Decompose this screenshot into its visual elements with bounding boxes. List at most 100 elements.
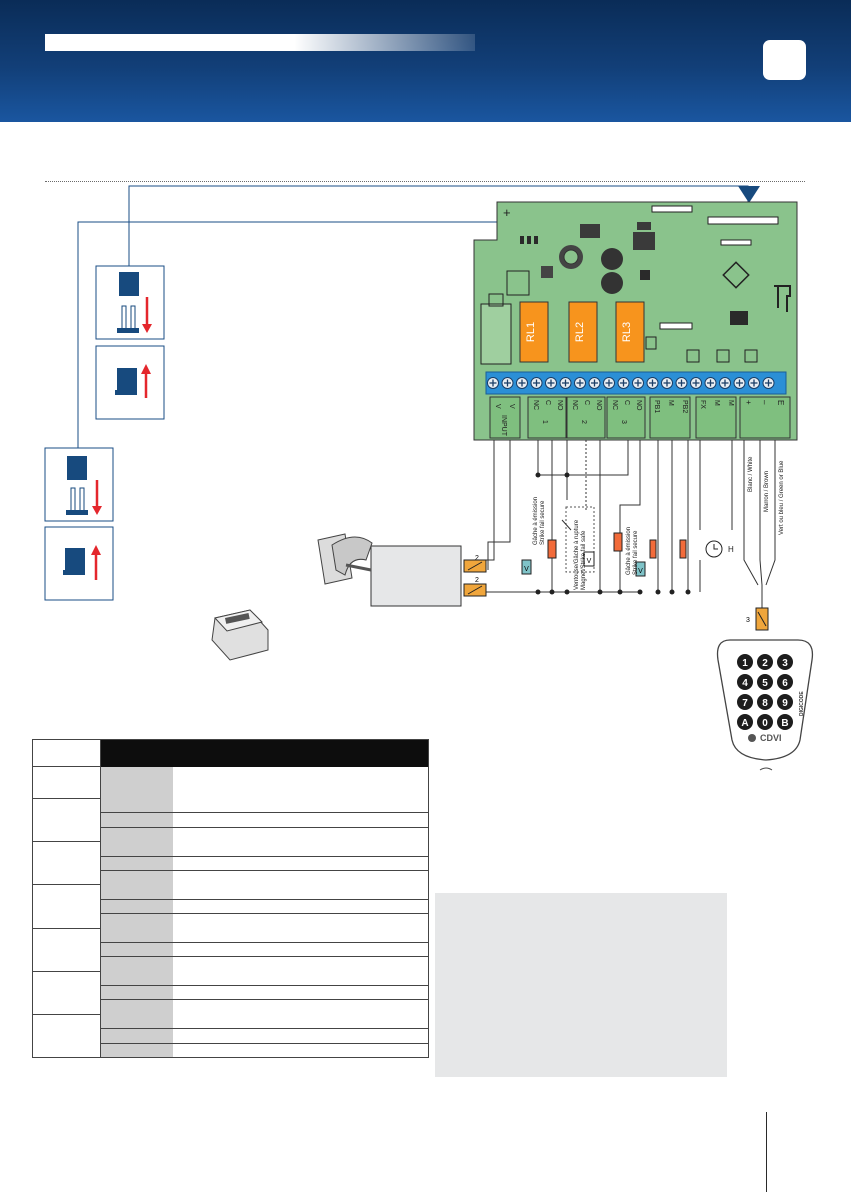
section-divider bbox=[45, 181, 805, 182]
strike-1-label-fr: Gâche à émission bbox=[533, 497, 539, 545]
svg-text:FX: FX bbox=[699, 400, 706, 409]
terminal-screw-slot bbox=[562, 379, 569, 387]
cable-connector-keypad bbox=[755, 607, 769, 631]
table-group-cell bbox=[32, 884, 101, 929]
cable-count-a: 2 bbox=[475, 555, 479, 562]
svg-text:–: – bbox=[760, 400, 769, 405]
terminal-block-relay-2: NC C NO 2 bbox=[566, 396, 606, 439]
keypad-key bbox=[737, 694, 753, 710]
table-row bbox=[32, 1013, 429, 1059]
svg-text:E: E bbox=[776, 400, 785, 405]
table-description-cell bbox=[172, 999, 429, 1015]
din-rail-module bbox=[211, 609, 269, 661]
strike-2-label-en: Strike fail secure bbox=[633, 530, 639, 575]
table-row bbox=[32, 797, 429, 843]
table-description-cell bbox=[172, 899, 429, 915]
table-group-cell bbox=[32, 841, 101, 886]
keypad-key bbox=[777, 654, 793, 670]
keypad-key-label: 7 bbox=[742, 698, 748, 709]
table-description-cell bbox=[172, 1043, 429, 1058]
keypad-key-label: 3 bbox=[782, 658, 788, 669]
strike-1-voltage-box bbox=[521, 559, 532, 575]
table-row bbox=[32, 766, 429, 799]
strike-1-coil bbox=[547, 539, 557, 559]
table-row bbox=[33, 985, 429, 1001]
table-header-cell-2 bbox=[100, 739, 173, 767]
terminal-screw-slot bbox=[547, 379, 555, 387]
table-value-cell bbox=[100, 766, 173, 799]
keypad-key bbox=[757, 654, 773, 670]
maglock-label-fr: Ventouse/Gâche à rupture bbox=[574, 519, 580, 590]
table-description-cell bbox=[172, 942, 429, 958]
svg-text:NC: NC bbox=[532, 400, 539, 410]
terminal-screw-slot bbox=[707, 379, 714, 387]
strike-2-coil bbox=[613, 532, 623, 552]
table-description-cell bbox=[172, 827, 429, 842]
jumper-panel-left-closed bbox=[44, 526, 114, 601]
strike-1-label-en: Strike fail secure bbox=[540, 500, 546, 545]
jumper-panel-top-closed bbox=[95, 345, 165, 420]
terminal-screw-slot bbox=[634, 379, 642, 387]
table-value-cell bbox=[100, 913, 173, 929]
terminal-block-relay-1: NC C NO 1 bbox=[527, 396, 567, 439]
terminal-screw-slot bbox=[605, 379, 613, 387]
keypad-key bbox=[777, 674, 793, 690]
push-button-2 bbox=[679, 539, 687, 559]
table-row bbox=[33, 856, 429, 871]
terminal-screw-slot bbox=[721, 379, 729, 387]
table-value-cell bbox=[100, 827, 173, 842]
table-description-cell bbox=[172, 971, 429, 987]
table-value-cell bbox=[100, 798, 173, 814]
push-button-1 bbox=[649, 539, 657, 559]
keypad-key bbox=[737, 674, 753, 690]
svg-text:2: 2 bbox=[580, 420, 587, 424]
keypad-key-label: 4 bbox=[742, 678, 748, 689]
svg-text:RL1: RL1 bbox=[525, 322, 537, 342]
maglock-voltage-box bbox=[583, 551, 595, 567]
table-description-cell bbox=[172, 841, 429, 857]
svg-text:3: 3 bbox=[620, 420, 627, 424]
table-value-cell bbox=[100, 884, 173, 900]
svg-text:PB1: PB1 bbox=[653, 400, 660, 413]
table-value-cell bbox=[100, 812, 173, 828]
keypad-key bbox=[777, 694, 793, 710]
svg-text:C: C bbox=[583, 400, 590, 405]
table-group-cell bbox=[32, 766, 101, 799]
clock-h-label: H bbox=[728, 545, 734, 554]
table-row bbox=[32, 841, 429, 886]
board-components bbox=[480, 205, 791, 365]
maglock-label-en: Magnet/Strike fail safe bbox=[581, 530, 587, 590]
table-value-cell bbox=[100, 999, 173, 1015]
table-description-cell bbox=[172, 856, 429, 871]
cable-count-b: 2 bbox=[475, 577, 479, 584]
relay-rl2: RL2 bbox=[568, 301, 598, 363]
table-row bbox=[33, 1028, 429, 1044]
table-description-cell bbox=[172, 812, 429, 828]
spec-table bbox=[32, 739, 429, 1059]
svg-text:PB2: PB2 bbox=[681, 400, 688, 413]
table-row bbox=[33, 999, 429, 1015]
cable-count-c: 3 bbox=[746, 617, 750, 624]
strike-1-v-label: V bbox=[524, 566, 529, 573]
clock-icon bbox=[705, 540, 723, 558]
keypad-side-brand: DIGICODE bbox=[799, 691, 805, 716]
strike-2-label-fr: Gâche à émission bbox=[626, 527, 632, 575]
svg-text:1: 1 bbox=[541, 420, 548, 424]
table-description-cell bbox=[172, 928, 429, 943]
terminal-screw-slot bbox=[692, 379, 700, 387]
wire-label-green-blue: Vert ou bleu / Green or Blue bbox=[779, 460, 785, 535]
wiring-lines bbox=[470, 440, 776, 610]
jumper-panel-left-open bbox=[44, 447, 114, 522]
jumper-pointer-arrow bbox=[738, 186, 760, 203]
jumper-panel-top-open bbox=[95, 265, 165, 340]
table-value-cell bbox=[100, 1043, 173, 1058]
terminal-screw-slot bbox=[591, 379, 598, 387]
terminal-block-input: V V INPUT bbox=[489, 396, 521, 439]
page-header bbox=[0, 0, 851, 122]
svg-text:RL2: RL2 bbox=[574, 322, 586, 342]
table-row bbox=[33, 899, 429, 915]
table-group-cell bbox=[32, 797, 101, 843]
svg-text:M: M bbox=[727, 400, 734, 406]
